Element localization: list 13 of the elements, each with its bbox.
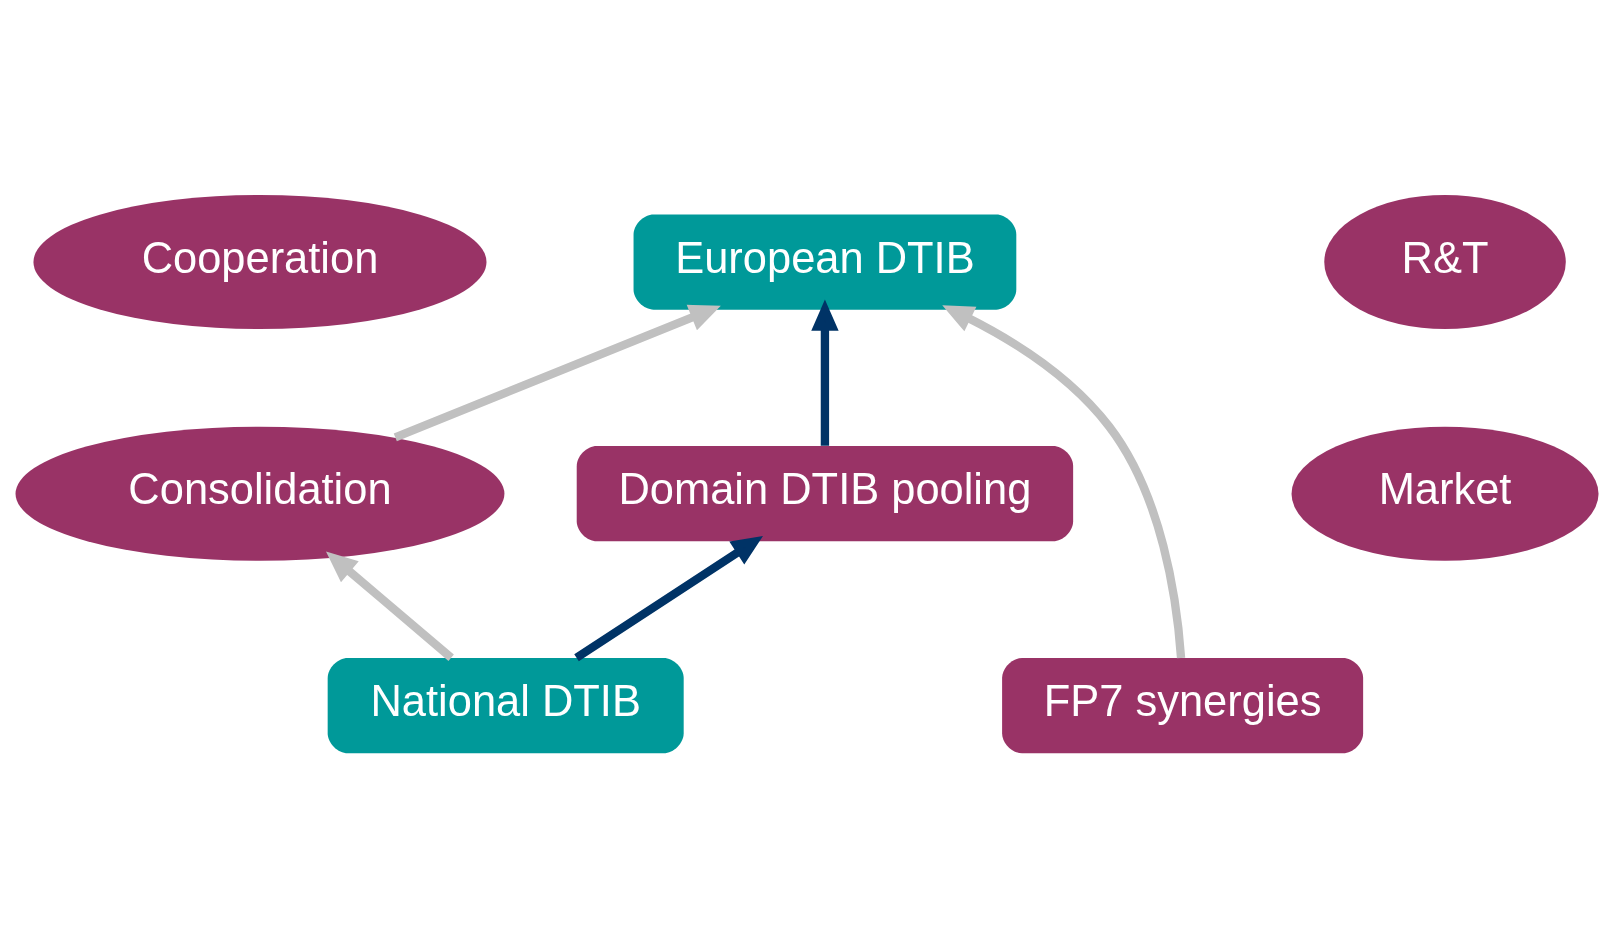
arrow [393,304,721,441]
node-ellipse: R&T [1324,194,1566,329]
node-box: FP7 synergies [1002,657,1364,753]
node-box: European DTIB [633,213,1017,310]
node-ellipse: Cooperation [33,194,487,329]
node-box: National DTIB [327,657,684,753]
arrow [811,298,839,446]
arrow [574,535,763,661]
node-box: Domain DTIB pooling [576,445,1074,541]
arrow [325,550,454,661]
node-ellipse: Consolidation [15,426,505,561]
node-ellipse: Market [1291,426,1599,561]
arrow [942,304,1186,658]
